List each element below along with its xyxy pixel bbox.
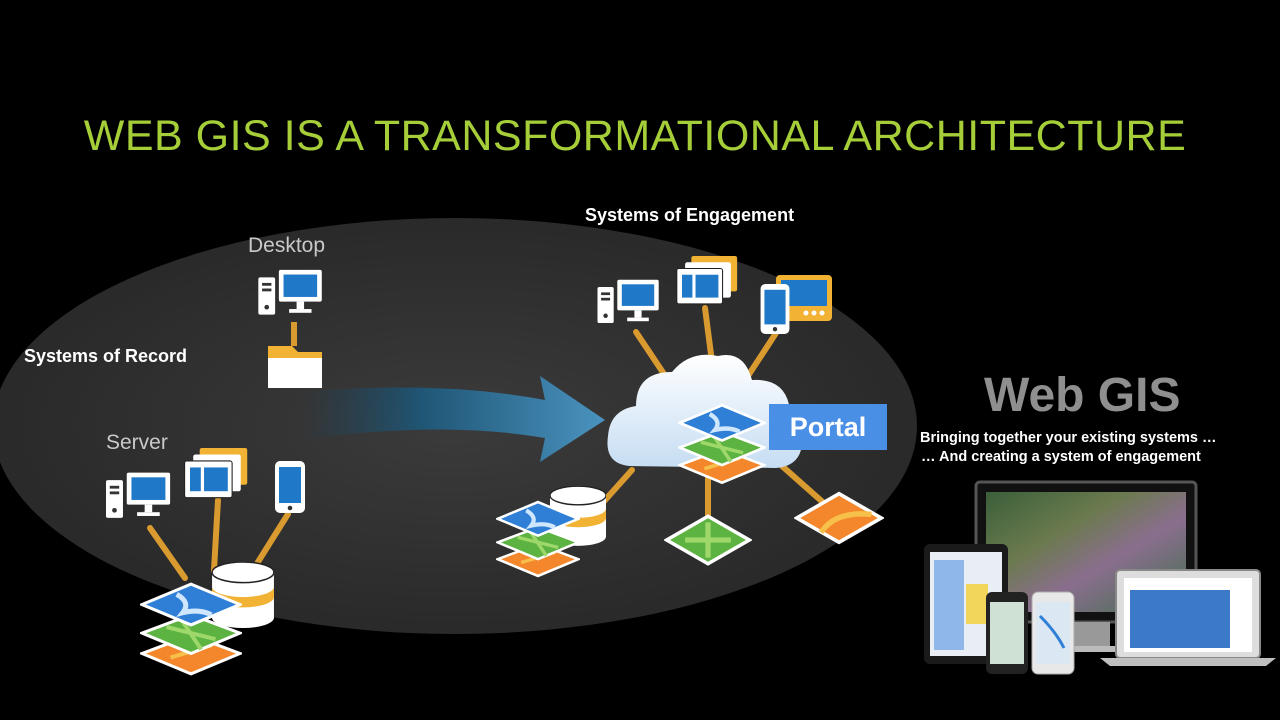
map-layers-icon — [142, 584, 240, 674]
portal-label: Portal — [769, 404, 887, 450]
systems-of-record-label: Systems of Record — [24, 346, 188, 366]
web-gis-title: Web GIS — [984, 369, 1181, 422]
engagement-map-layers-icon — [498, 502, 579, 576]
server-label: Server — [106, 431, 168, 454]
slide-title: WEB GIS IS A TRANSFORMATIONAL ARCHITECTU… — [83, 112, 1187, 160]
tagline-line-1: Bringing together your existing systems … — [920, 430, 1217, 446]
devices-photo — [924, 480, 1276, 675]
phone-icon — [275, 461, 305, 513]
engagement-window-stack-icon — [676, 256, 738, 305]
folder-icon — [268, 346, 322, 388]
portal-map-layers-icon — [680, 405, 764, 482]
arrow-icon — [300, 376, 605, 462]
window-stack-icon — [184, 448, 248, 499]
engagement-connectors — [595, 305, 829, 518]
desktop-label: Desktop — [248, 234, 326, 257]
tagline-line-2: … And creating a system of engagement — [921, 449, 1201, 465]
engagement-phone-icon — [760, 284, 790, 334]
systems-of-engagement-label: Systems of Engagement — [585, 205, 795, 225]
database-icon — [212, 562, 274, 628]
